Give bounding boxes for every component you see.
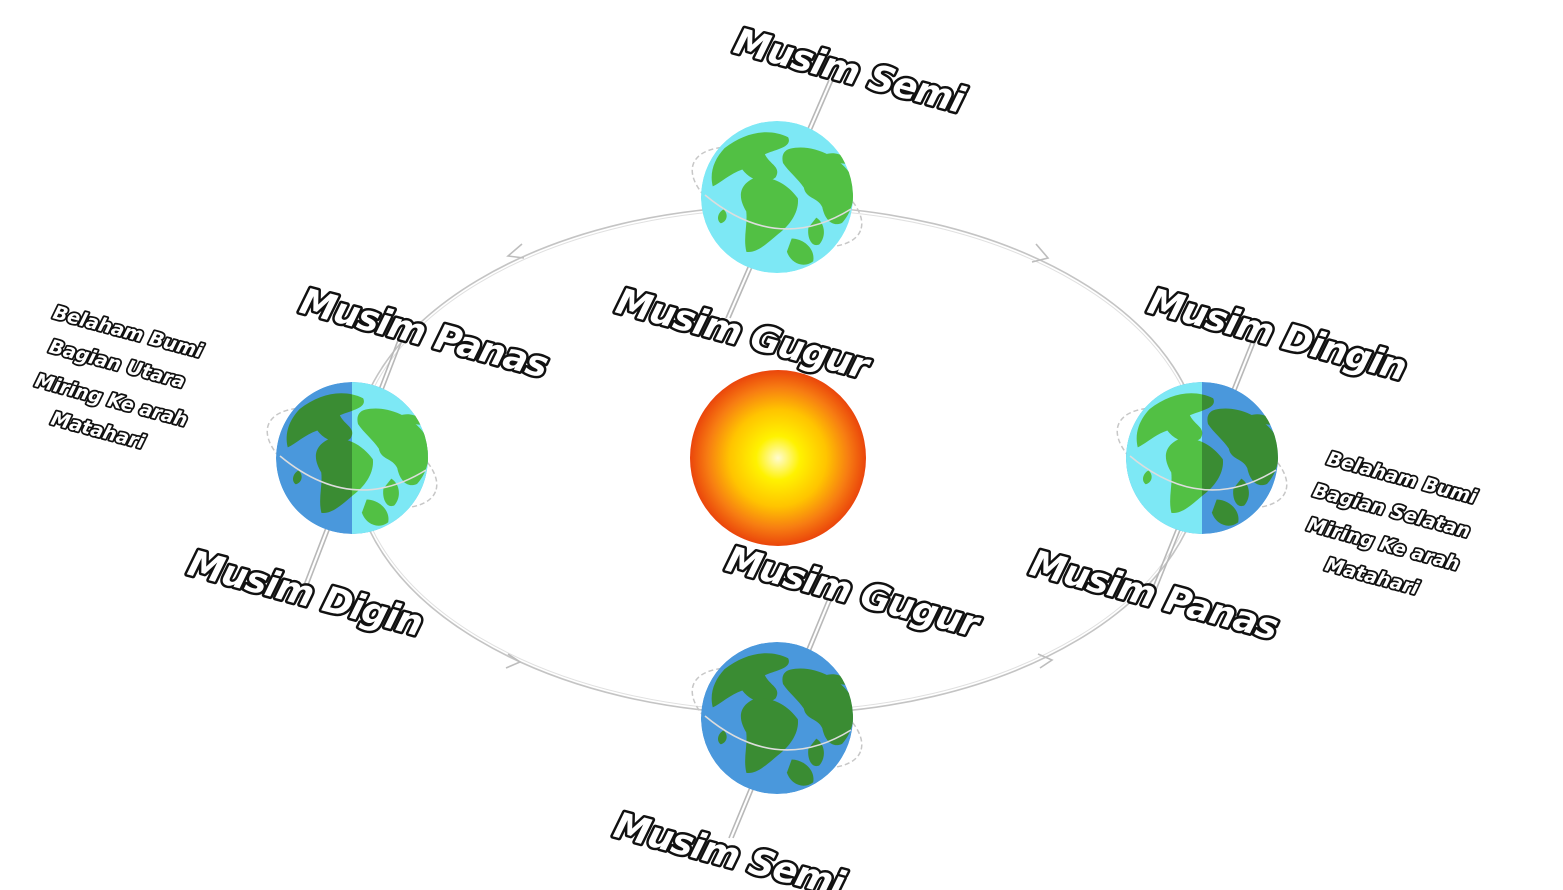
arrow-icon xyxy=(1031,243,1050,263)
earth-globe-icon xyxy=(689,636,867,802)
orbit-direction-arrows xyxy=(505,243,1054,669)
label-left-north: Musim Panas xyxy=(296,281,553,386)
arrow-icon xyxy=(505,653,522,669)
earth-globe-icon xyxy=(1126,382,1278,534)
label-right-north: Musim Dingin xyxy=(1144,281,1410,389)
label-bottom-south: Musim Semi xyxy=(610,805,850,890)
label-bottom-north: Musim Gugur xyxy=(722,539,986,646)
note-south-tilt: Belaham Bumi Bagian Selatan Miring Ke ar… xyxy=(1303,446,1481,602)
label-top-north: Musim Semi xyxy=(730,21,970,122)
earth-left xyxy=(266,382,438,534)
earth-globe-icon xyxy=(276,382,428,534)
earth-top xyxy=(689,115,867,281)
arrow-icon xyxy=(506,243,525,259)
sun-icon xyxy=(690,370,866,546)
arrow-icon xyxy=(1037,653,1054,669)
label-right-south: Musim Panas xyxy=(1026,543,1283,648)
label-top-south: Musim Gugur xyxy=(612,281,876,388)
earth-right xyxy=(1116,382,1288,534)
earth-globe-icon xyxy=(689,115,867,281)
note-north-tilt: Belaham Bumi Bagian Utara Miring Ke arah… xyxy=(31,300,207,456)
earth-bottom xyxy=(689,636,867,802)
